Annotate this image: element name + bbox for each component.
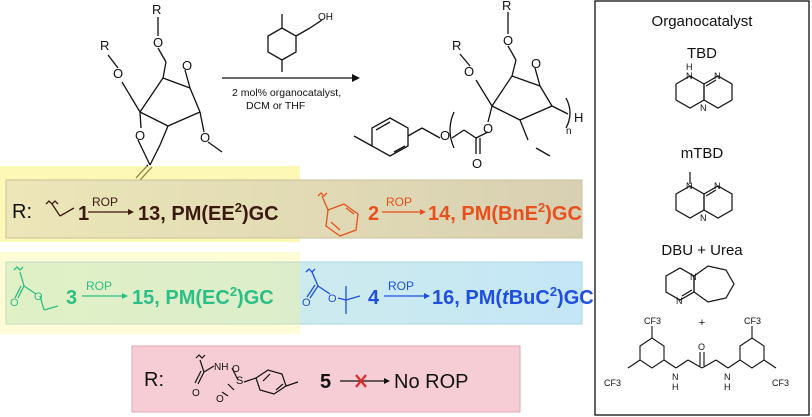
polymer-o2: O <box>464 64 474 79</box>
urea-cf3-b: CF3 <box>744 316 761 326</box>
urea-n2: N <box>724 372 731 382</box>
monomer-structure <box>107 17 223 181</box>
reagent-oh: OH <box>318 12 333 23</box>
row4-arrow <box>384 293 430 299</box>
row2-arrow <box>382 209 426 215</box>
row1-prefix: R: <box>12 201 32 223</box>
dbu-n1: N <box>676 296 683 306</box>
polymer-o1: O <box>503 33 513 48</box>
benzyl-alcohol-structure <box>267 14 323 72</box>
row2-glow <box>0 252 300 334</box>
tbutyl-carbonate-group <box>305 268 361 314</box>
tbutyl-carbonate-o2: O <box>328 293 337 305</box>
row3-number: 3 <box>66 287 77 309</box>
ethyl-carbonate-o2: O <box>34 291 43 303</box>
catalyst-name-dbu-urea: DBU + Urea <box>661 242 743 259</box>
row4-arrow-label: ROP <box>388 279 414 293</box>
row5-number: 5 <box>320 371 331 393</box>
polymer-h: H <box>574 110 583 125</box>
panel-title: Organocatalyst <box>652 13 754 30</box>
tosyl-carbamate-group <box>194 354 299 397</box>
polymer-r2: R <box>452 38 461 53</box>
tbd-h: H <box>686 62 693 72</box>
row1-product: 13, PM(EE2)GC <box>138 200 279 225</box>
tbd-n3: N <box>700 103 707 113</box>
benzyl-group <box>317 192 359 237</box>
monomer-o1: O <box>153 35 163 50</box>
urea-o: O <box>698 342 705 352</box>
monomer-r1: R <box>152 2 161 17</box>
tosyl-o-top: O <box>232 364 240 375</box>
row5-prefix: R: <box>144 369 164 391</box>
row5-result: No ROP <box>394 371 468 393</box>
catalyst-name-tbd: TBD <box>687 45 717 62</box>
row2-arrow-label: ROP <box>386 195 412 209</box>
polymer-o3: O <box>531 56 541 71</box>
plus-sign: + <box>699 317 705 329</box>
row1-number: 1 <box>78 203 89 225</box>
row1-box <box>5 179 583 239</box>
urea-structure <box>627 326 777 369</box>
ethyl-carbonate-group <box>13 266 59 311</box>
row3-product: 15, PM(EC2)GC <box>132 284 274 309</box>
polymer-o5: O <box>440 128 450 143</box>
monomer-r2: R <box>100 38 109 53</box>
tosyl-o-bottom: O <box>216 394 224 405</box>
polymer-o6: O <box>472 156 482 171</box>
tosyl-nh: NH <box>214 362 228 373</box>
row3-arrow <box>82 293 128 299</box>
polymer-r1: R <box>502 0 511 13</box>
mtbd-n2: N <box>714 181 721 191</box>
row3-arrow-label: ROP <box>86 279 112 293</box>
urea-cf3-d: CF3 <box>772 378 789 388</box>
monomer-o6: O <box>200 130 210 145</box>
cross-icon <box>355 374 367 388</box>
tbd-structure <box>675 75 733 109</box>
conditions-line1: 2 mol% organocatalyst, <box>232 87 341 99</box>
row2-number: 2 <box>368 203 379 225</box>
tbd-n1: N <box>686 71 693 81</box>
row2-box <box>5 261 583 325</box>
row1-arrow-label: ROP <box>92 195 118 209</box>
reaction-arrow <box>222 74 360 82</box>
mtbd-structure <box>675 172 733 219</box>
tosyl-o-carbonyl: O <box>192 388 200 399</box>
organocatalyst-panel <box>594 0 810 416</box>
urea-h2: H <box>724 382 731 392</box>
urea-cf3-c: CF3 <box>604 378 621 388</box>
ethyl-group <box>45 200 75 217</box>
row1-arrow <box>88 209 134 215</box>
tbutyl-carbonate-o1: O <box>302 297 311 309</box>
tosyl-s: S <box>236 375 243 387</box>
urea-h1: H <box>672 382 679 392</box>
urea-n1: N <box>672 372 679 382</box>
row4-number: 4 <box>368 287 380 309</box>
row2-product: 14, PM(BnE2)GC <box>428 200 582 225</box>
conditions-line2: DCM or THF <box>246 100 305 112</box>
dbu-n2: N <box>690 272 697 282</box>
urea-cf3-a: CF3 <box>644 316 661 326</box>
mtbd-n3: N <box>700 213 707 223</box>
mtbd-n1: N <box>686 181 693 191</box>
tbd-n2: N <box>714 71 721 81</box>
monomer-o2: O <box>113 66 123 81</box>
polymer-o4: O <box>483 121 493 136</box>
polymer-n: n <box>566 126 572 137</box>
monomer-o3: O <box>182 58 192 73</box>
monomer-o4: O <box>135 128 145 143</box>
polymer-structure <box>353 12 571 157</box>
row4-product: 16, PM(tBuC2)GC <box>432 284 594 309</box>
ethyl-carbonate-o1: O <box>10 297 19 309</box>
dbu-structure <box>665 265 735 303</box>
catalyst-name-mtbd: mTBD <box>681 145 724 162</box>
